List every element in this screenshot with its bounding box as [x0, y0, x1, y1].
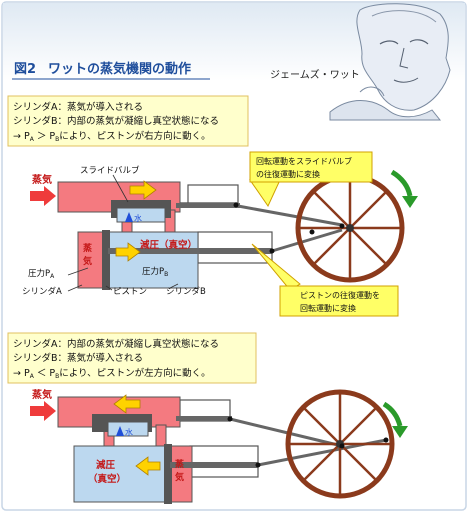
top-steam-vertical-1: 蒸: [83, 242, 92, 254]
top-cylinder-b: [107, 231, 199, 289]
top-valve-linkage: [237, 204, 343, 227]
top-valve-rod: [176, 203, 240, 208]
bottom-steam-label: 蒸気: [32, 388, 52, 401]
top-callout-piston-line-1: ピストンの往復運動を: [300, 290, 380, 300]
bottom-steam-vertical-2: 気: [175, 471, 184, 483]
top-pressure-a-label: 圧力PA: [28, 268, 55, 280]
top-water-label: 水: [134, 213, 142, 223]
bottom-condition-note: シリンダA：内部の蒸気が凝縮し真空状態になる シリンダB：蒸気が導入される → …: [7, 332, 257, 384]
top-rotation-arrow: [390, 169, 418, 208]
top-note-line-3: → PA ＞ PBにより、ピストンが右方向に動く。: [13, 130, 211, 143]
top-steam-inlet-arrow: [30, 186, 56, 206]
top-water-arrow: [125, 212, 133, 222]
top-steam-label: 蒸気: [32, 173, 52, 186]
top-callout-rotary-line-1: 回転運動をスライドバルブ: [256, 156, 352, 166]
bottom-steam-inlet-arrow: [30, 401, 56, 421]
top-callout-piston: ピストンの往復運動を 回転運動に変換: [251, 243, 399, 317]
bottom-steam-vertical-1: 蒸: [175, 458, 184, 470]
portrait-caption: ジェームズ・ワット: [270, 68, 360, 81]
bottom-rotation-arrow: [382, 401, 408, 438]
top-piston-linkage: [271, 228, 343, 253]
bottom-valve-flow-arrow: [113, 394, 141, 414]
top-steam-vertical-2: 気: [83, 255, 92, 267]
bottom-valve-rod: [176, 416, 232, 421]
top-cylinder-b-label: シリンダB: [166, 286, 206, 297]
james-watt-portrait: [329, 3, 451, 121]
top-note-line-1: シリンダA：蒸気が導入される: [13, 101, 143, 113]
top-callout-rotary: 回転運動をスライドバルブ の往復運動に変換: [249, 151, 373, 208]
top-engine: 水 蒸気 蒸 気 減圧（真空） 圧力PB スライドバルブ 圧力PA シリンダA …: [22, 165, 343, 297]
bottom-depress-line-1: 減圧: [96, 459, 116, 471]
bottom-depress-line-2: （真空）: [88, 473, 126, 485]
top-piston-label: ピストン: [113, 287, 147, 297]
figure-label: 図2: [14, 62, 36, 77]
top-piston-rod: [108, 248, 272, 254]
top-flywheel: [295, 173, 405, 283]
top-condition-note: シリンダA：蒸気が導入される シリンダB：内部の蒸気が凝縮し真空状態になる → …: [7, 95, 249, 147]
bottom-note-line-1: シリンダA：内部の蒸気が凝縮し真空状態になる: [13, 338, 219, 350]
bottom-water-arrow: [116, 426, 124, 436]
bottom-cylinder-flow-arrow: [135, 456, 161, 476]
top-valve-flow-arrow: [129, 180, 157, 200]
top-note-line-2: シリンダB：内部の蒸気が凝縮し真空状態になる: [13, 115, 219, 127]
bottom-engine: 水 蒸気 減圧 （真空） 蒸 気: [30, 388, 387, 504]
bottom-water-label: 水: [125, 427, 133, 437]
top-callout-rotary-line-2: の往復運動に変換: [256, 169, 320, 179]
top-cylinder-flow-arrow: [115, 242, 141, 262]
page-title: ワットの蒸気機関の動作: [48, 61, 191, 77]
top-callout-piston-line-2: 回転運動に変換: [300, 303, 356, 313]
top-cylinder-a-label: シリンダA: [22, 286, 62, 297]
bottom-note-line-2: シリンダB：蒸気が導入される: [13, 352, 143, 364]
bottom-piston: [164, 444, 172, 504]
bottom-note-line-3: → PA ＜ PBにより、ピストンが左方向に動く。: [13, 367, 211, 380]
bottom-piston-rod: [170, 462, 258, 468]
bottom-valve-linkage: [229, 417, 343, 448]
top-pressure-b-label: 圧力PB: [142, 266, 168, 278]
top-slide-valve-label: スライドバルブ: [80, 165, 140, 176]
top-cylinder-a: [77, 231, 105, 289]
bottom-cylinder-a: [73, 445, 167, 503]
top-piston: [102, 230, 110, 290]
top-depress-label: 減圧（真空）: [140, 239, 197, 251]
bottom-flywheel: [285, 389, 395, 499]
